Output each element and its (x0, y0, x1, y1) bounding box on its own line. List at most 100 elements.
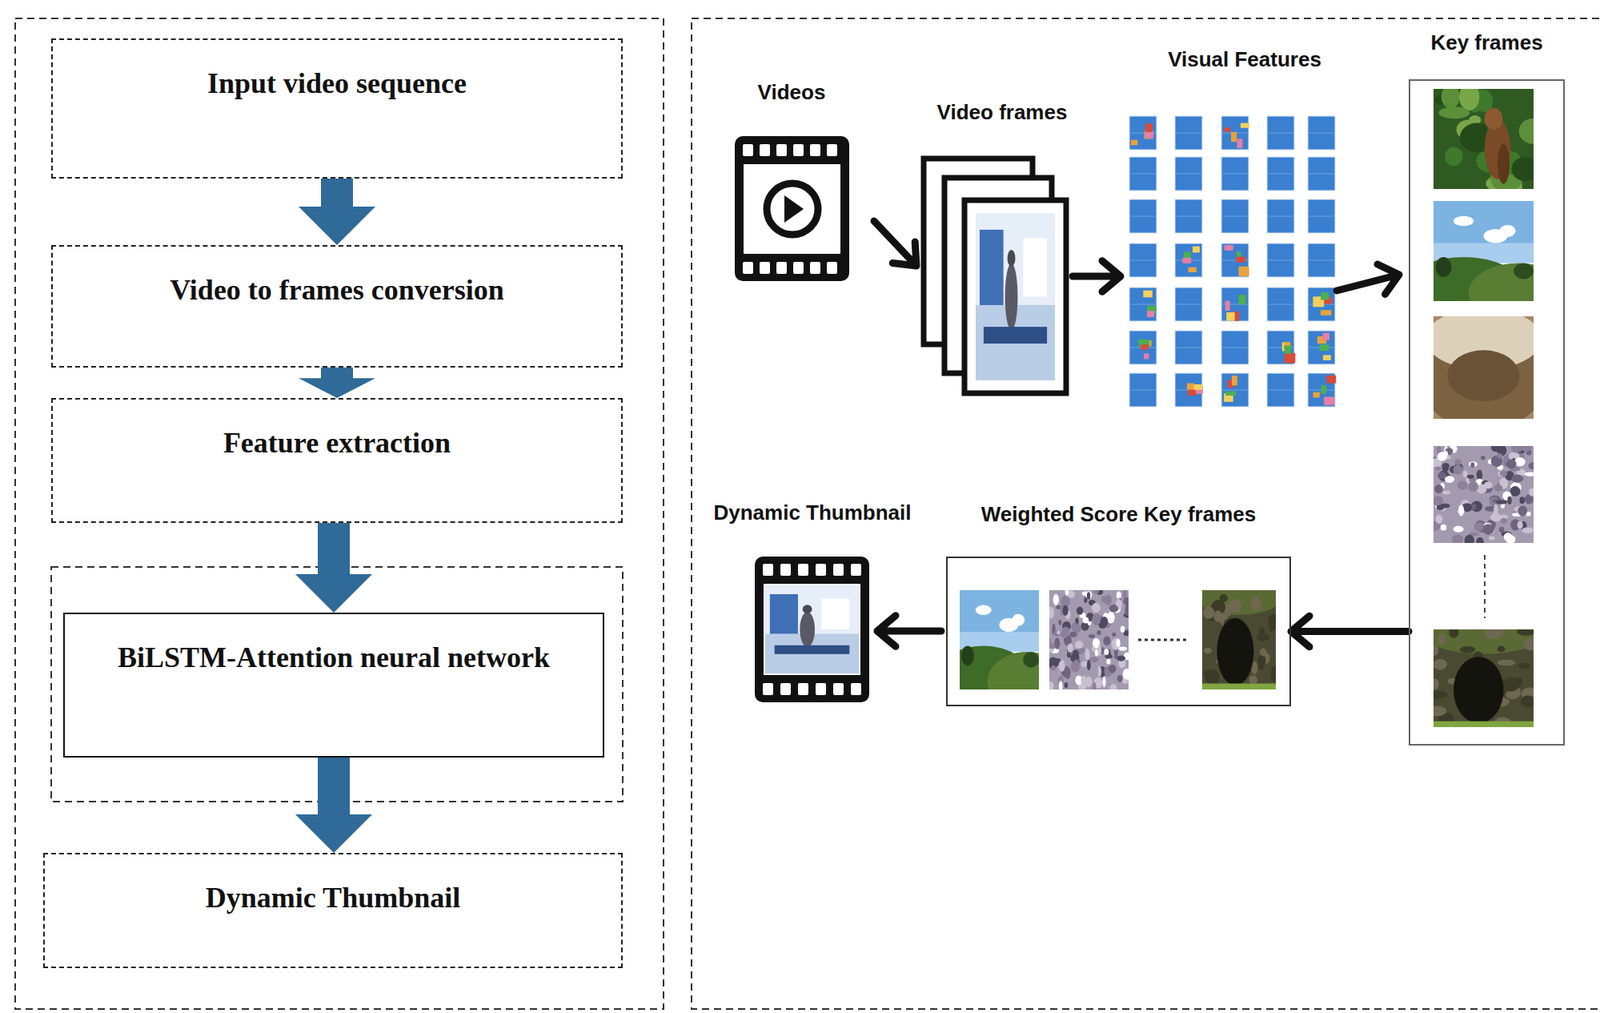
photo-part (1453, 216, 1474, 227)
process-box: Input video sequence (51, 38, 623, 179)
photo-part (1216, 617, 1254, 686)
sprocket-hole (850, 682, 862, 695)
photo-part (1442, 462, 1450, 472)
photo-part (1451, 533, 1464, 543)
box-label: Feature extraction (223, 426, 451, 460)
photo-part (1506, 459, 1517, 469)
photo-part (1488, 536, 1496, 541)
photo-part (1433, 721, 1534, 727)
photo-part (1124, 604, 1129, 616)
photo-part (1464, 534, 1475, 543)
feature-patch (1238, 266, 1249, 277)
photo-part (1435, 256, 1452, 277)
photo-part (1053, 593, 1059, 606)
photo-part (1463, 470, 1468, 478)
photo-part (1203, 605, 1215, 618)
photo-part (1511, 156, 1534, 181)
photo-part (1528, 488, 1534, 497)
photo-part (1097, 644, 1102, 656)
photo-part (1517, 505, 1528, 516)
photo-part (975, 212, 1055, 381)
photo-part (1437, 633, 1446, 645)
feature-grid (1129, 260, 1157, 261)
photo-part (1049, 681, 1055, 690)
film-window (763, 583, 861, 675)
photo-part (1227, 598, 1242, 614)
sprocket-hole (759, 261, 770, 274)
feature-tile (1221, 116, 1249, 150)
play-triangle (784, 195, 804, 223)
photo-part (1493, 503, 1498, 515)
photo-part (1050, 665, 1056, 671)
feature-tile (1174, 243, 1203, 277)
photo-part (1088, 633, 1095, 638)
photo-part (1205, 669, 1220, 685)
box-label: Video to frames conversion (169, 273, 505, 307)
feature-patch (1231, 375, 1238, 385)
feature-grid (1267, 389, 1295, 391)
photo-part (1251, 596, 1262, 611)
photo-part (1022, 237, 1047, 297)
block-arrow (298, 367, 376, 398)
photo-part (1496, 645, 1505, 653)
photo-part (1459, 88, 1480, 111)
photo-part (1496, 659, 1516, 666)
photo-part (1049, 643, 1056, 650)
photo-part (1499, 526, 1505, 534)
photo-part (1467, 474, 1475, 479)
photo-part (1056, 629, 1061, 634)
feature-tile (1267, 199, 1295, 233)
sprocket-hole (762, 682, 774, 695)
photo-part (1467, 481, 1479, 492)
photo-part (1471, 500, 1483, 512)
feature-patch (1236, 138, 1243, 149)
feature-tile (1174, 330, 1203, 365)
film-icon (754, 556, 870, 702)
photo-part (1444, 146, 1463, 166)
feature-tile (1174, 372, 1203, 407)
photo-part (1440, 524, 1448, 531)
photo-part (1437, 451, 1448, 461)
photo-part (1090, 656, 1099, 662)
photo-part (1120, 625, 1126, 633)
feature-patch (1321, 384, 1328, 394)
illustration-caption: Visual Features (1167, 47, 1322, 73)
feature-grid (1307, 173, 1336, 175)
photo-part (1517, 520, 1524, 529)
output-box: Dynamic Thumbnail (43, 852, 623, 968)
photo-part (1268, 620, 1275, 632)
feature-grid (1129, 173, 1157, 175)
flow-arrow (1072, 260, 1121, 293)
photo-part (1055, 605, 1061, 610)
photo-part (1058, 660, 1066, 672)
sprocket-hole (780, 563, 791, 576)
photo-part (1053, 629, 1062, 637)
feature-patch (1225, 391, 1236, 396)
box-label: Input video sequence (207, 67, 467, 101)
sprocket-hole (776, 144, 787, 157)
photo (765, 585, 859, 674)
feature-patch (1130, 140, 1138, 146)
network-box: BiLSTM-Attention neural network (63, 612, 605, 758)
feature-grid (1267, 260, 1295, 261)
photo-part (1480, 455, 1486, 461)
feature-grid (1267, 216, 1295, 217)
weighted-panel: Weighted Score Key frames (946, 556, 1292, 706)
photo (1433, 629, 1534, 727)
process-box: Video to frames conversion (51, 244, 623, 368)
photo-part (1065, 589, 1069, 595)
photo-part (1495, 499, 1508, 504)
photo-part (1106, 658, 1111, 665)
play-ring (766, 183, 819, 235)
photo-part (1513, 263, 1534, 280)
photo-part (1523, 472, 1534, 477)
feature-patch (1145, 123, 1153, 133)
photo-part (1248, 674, 1258, 684)
photo-part (1084, 648, 1090, 661)
ellipsis-line (1483, 554, 1486, 618)
photo-part (1471, 503, 1477, 510)
photo-part (1475, 537, 1484, 543)
feature-tile (1221, 156, 1249, 191)
photo-part (979, 229, 1004, 305)
